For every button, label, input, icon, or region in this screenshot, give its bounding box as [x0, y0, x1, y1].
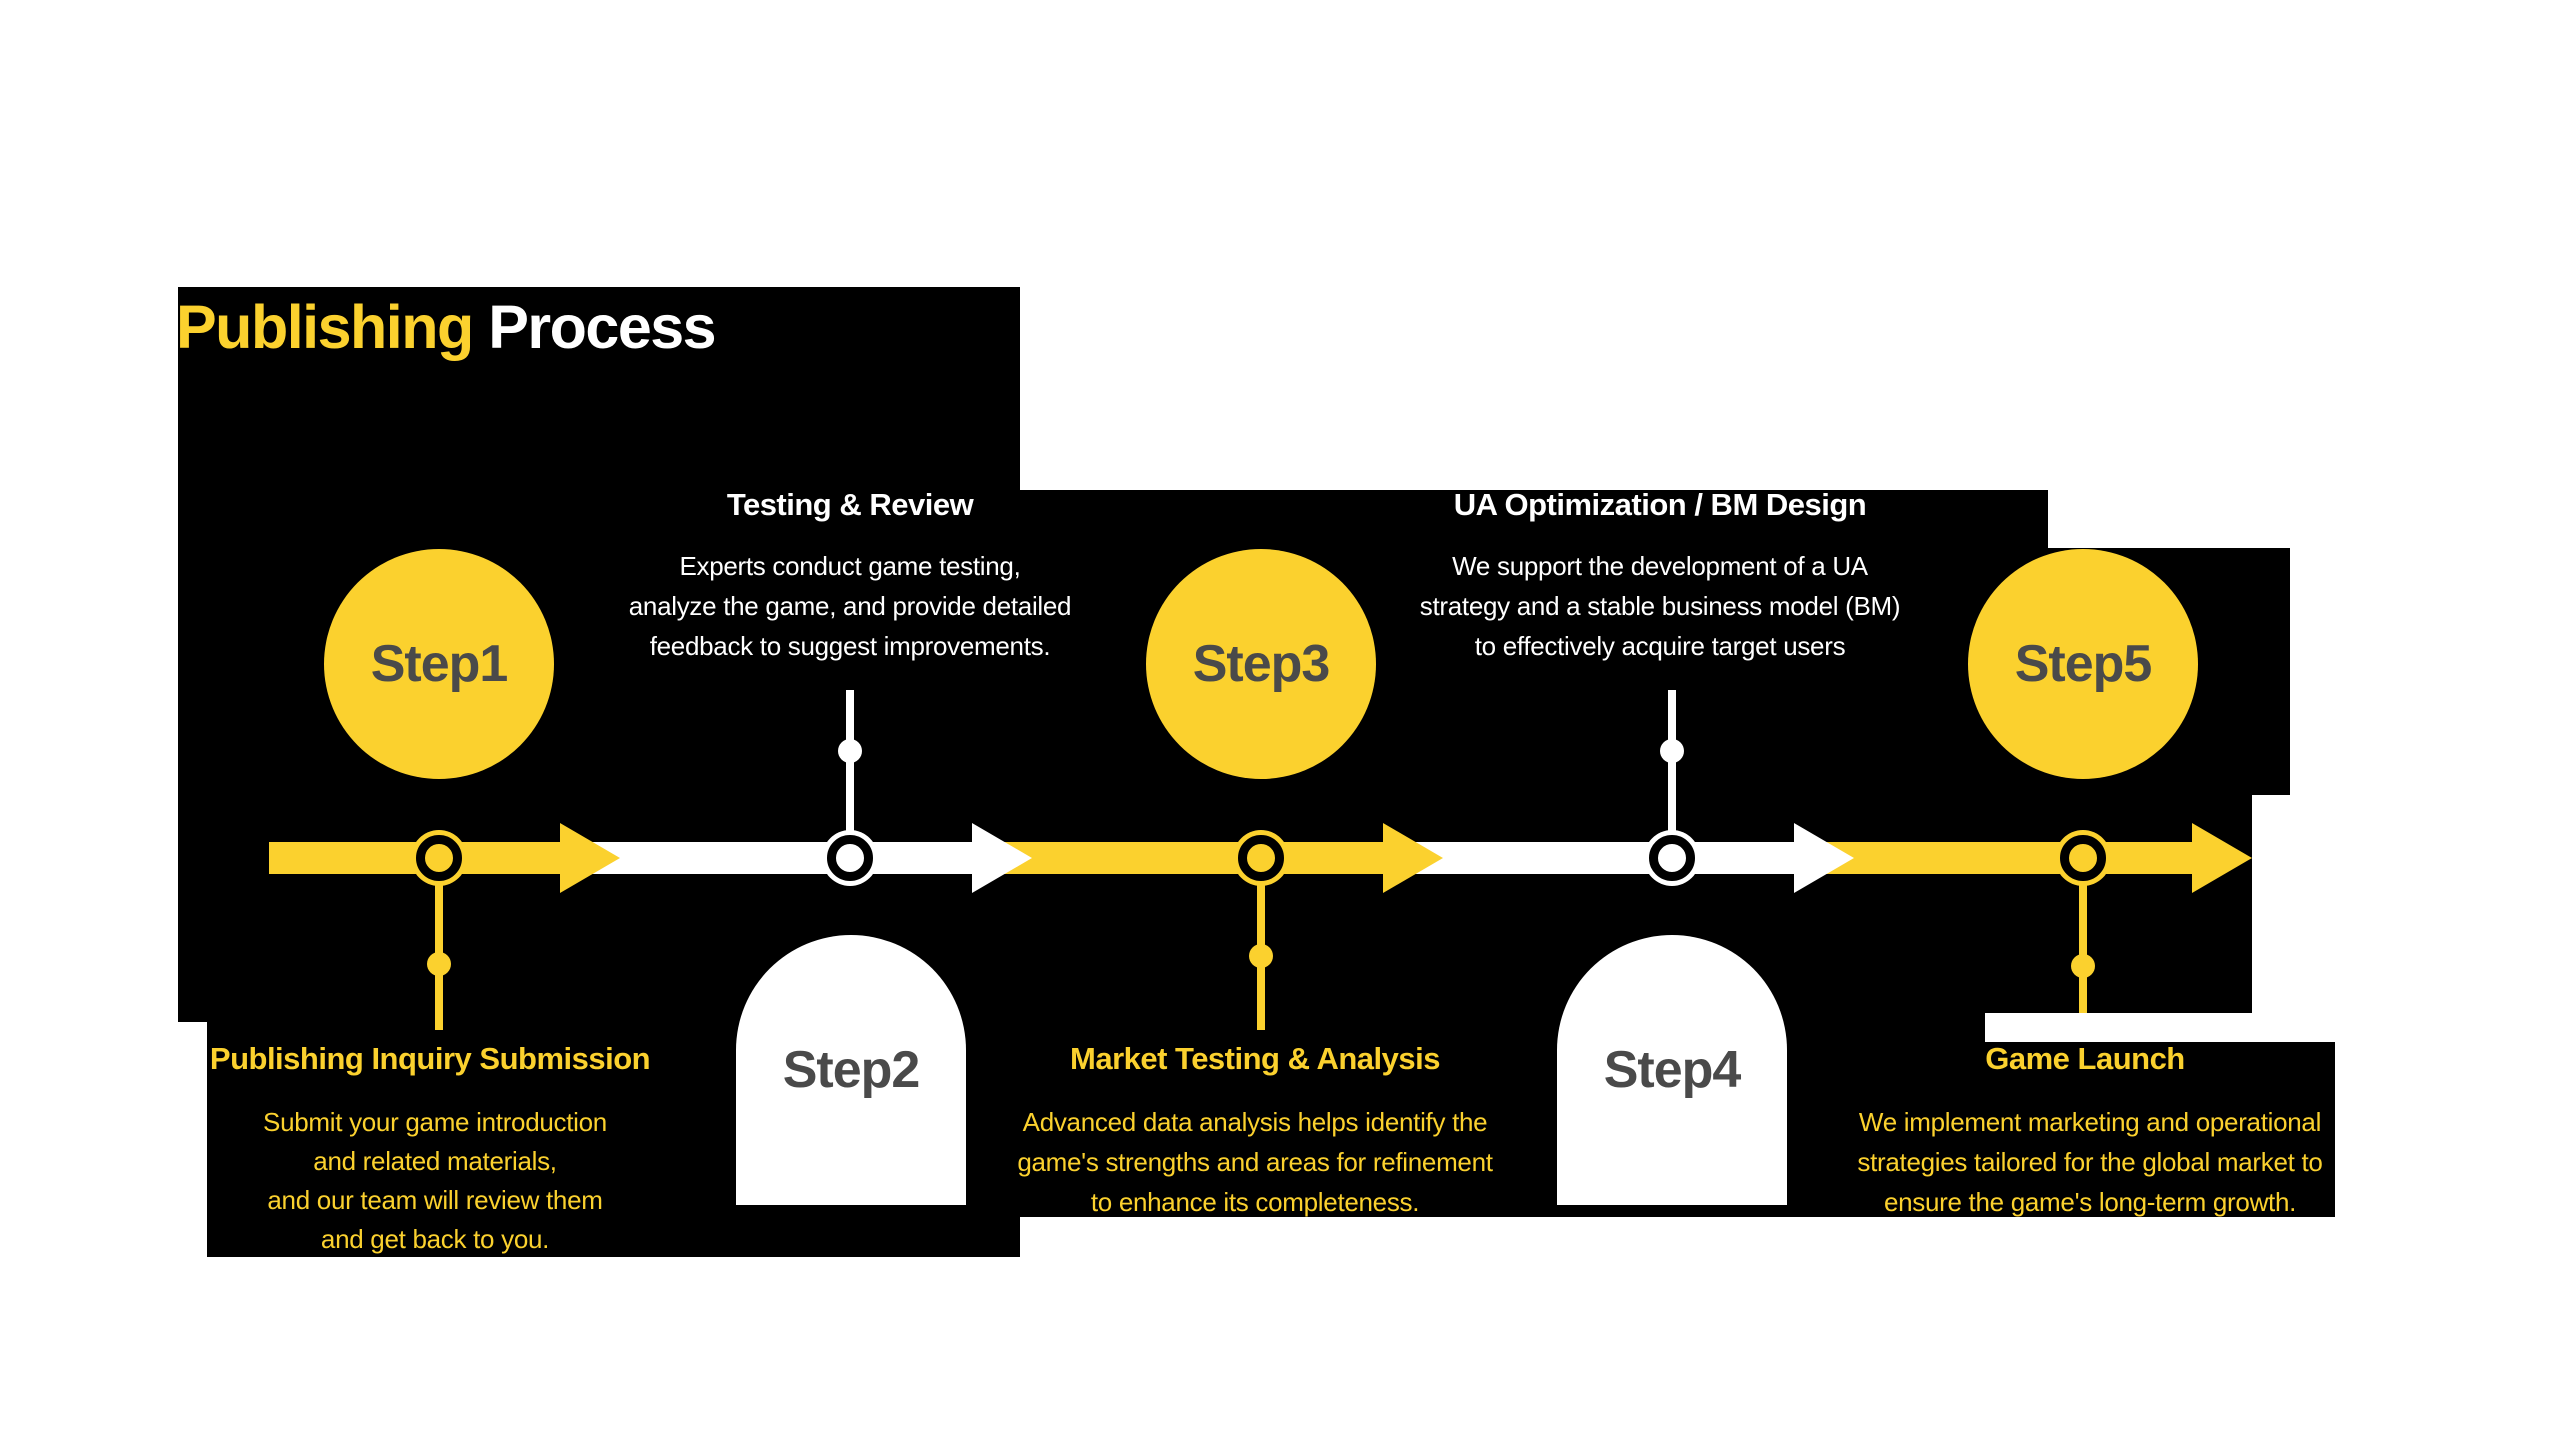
stage2-title: Testing & Review: [726, 487, 974, 522]
step4-dome: Step4: [1557, 935, 1787, 1205]
stage1-line3: and our team will review them: [267, 1185, 603, 1215]
stage2-line3: feedback to suggest improvements.: [649, 631, 1051, 661]
step5-circle: Step5: [1968, 549, 2198, 779]
step3-circle: Step3: [1146, 549, 1376, 779]
step3-connector-dot: [1249, 944, 1273, 968]
step2-dome: Step2: [736, 935, 966, 1205]
step1-connector-dot: [427, 952, 451, 976]
arrow3-head: [1383, 823, 1443, 893]
stage1-line4: and get back to you.: [320, 1224, 550, 1254]
stage4-title: UA Optimization / BM Design: [1453, 487, 1867, 522]
step2-connector-dot: [838, 739, 862, 763]
stage1-line2: and related materials,: [313, 1146, 557, 1176]
step5-connector-dot: [2071, 954, 2095, 978]
stage5-line1: We implement marketing and operational: [1858, 1107, 2322, 1137]
arrow4-head: [1794, 823, 1854, 893]
step4-connector-dot: [1660, 739, 1684, 763]
arrow1-head: [560, 823, 620, 893]
stage3-title: Market Testing & Analysis: [1070, 1041, 1440, 1076]
arrow2-shaft: [560, 842, 972, 874]
block-step5-right-edge: [2252, 548, 2290, 795]
arrow4-shaft: [1383, 842, 1794, 874]
stage1-line1: Submit your game introduction: [263, 1107, 607, 1137]
step1-node: [416, 835, 462, 881]
step4-node: [1649, 835, 1695, 881]
stage3-line3: to enhance its completeness.: [1090, 1187, 1420, 1217]
stage2-line1: Experts conduct game testing,: [679, 551, 1021, 581]
arrow1-shaft: [269, 842, 560, 874]
stage3-line1: Advanced data analysis helps identify th…: [1022, 1107, 1488, 1137]
stage4-description: We support the development of a UA strat…: [1410, 546, 1910, 666]
stage2-line2: analyze the game, and provide detailed: [628, 591, 1072, 621]
block-bottom-middle: [1020, 1013, 1985, 1217]
page-title-rest: Process: [472, 293, 716, 361]
arrow5-shaft: [1794, 842, 2192, 874]
step3-node: [1238, 835, 1284, 881]
stage1-description: Submit your game introduction and relate…: [195, 1103, 675, 1259]
block-bottom-right: [1985, 1042, 2335, 1217]
stage1-title: Publishing Inquiry Submission: [209, 1041, 651, 1076]
stage3-line2: game's strengths and areas for refinemen…: [1017, 1147, 1493, 1177]
step5-node: [2060, 835, 2106, 881]
step3-label: Step3: [1192, 635, 1331, 693]
stage5-line2: strategies tailored for the global marke…: [1857, 1147, 2323, 1177]
step1-label: Step1: [370, 635, 509, 693]
arrow3-shaft: [972, 842, 1383, 874]
stage5-title: Game Launch: [1985, 1041, 2185, 1076]
arrow5-head: [2192, 823, 2252, 893]
stage2-description: Experts conduct game testing, analyze th…: [600, 546, 1100, 666]
page-title: Publishing Process: [176, 292, 717, 362]
step5-connector-line: [2079, 885, 2087, 1013]
stage5-line3: ensure the game's long-term growth.: [1883, 1187, 2297, 1217]
block-title-left: [178, 287, 1020, 1022]
step2-label: Step2: [782, 1041, 921, 1099]
step2-node: [827, 835, 873, 881]
step5-label: Step5: [2014, 635, 2153, 693]
stage5-description: We implement marketing and operational s…: [1853, 1102, 2327, 1222]
stage4-line1: We support the development of a UA: [1452, 551, 1868, 581]
stage4-line2: strategy and a stable business model (BM…: [1419, 591, 1901, 621]
page-title-highlight: Publishing: [176, 293, 474, 361]
arrow2-head: [972, 823, 1032, 893]
stage3-description: Advanced data analysis helps identify th…: [1010, 1102, 1500, 1222]
step1-circle: Step1: [324, 549, 554, 779]
stage4-line3: to effectively acquire target users: [1474, 631, 1846, 661]
step4-label: Step4: [1603, 1041, 1742, 1099]
